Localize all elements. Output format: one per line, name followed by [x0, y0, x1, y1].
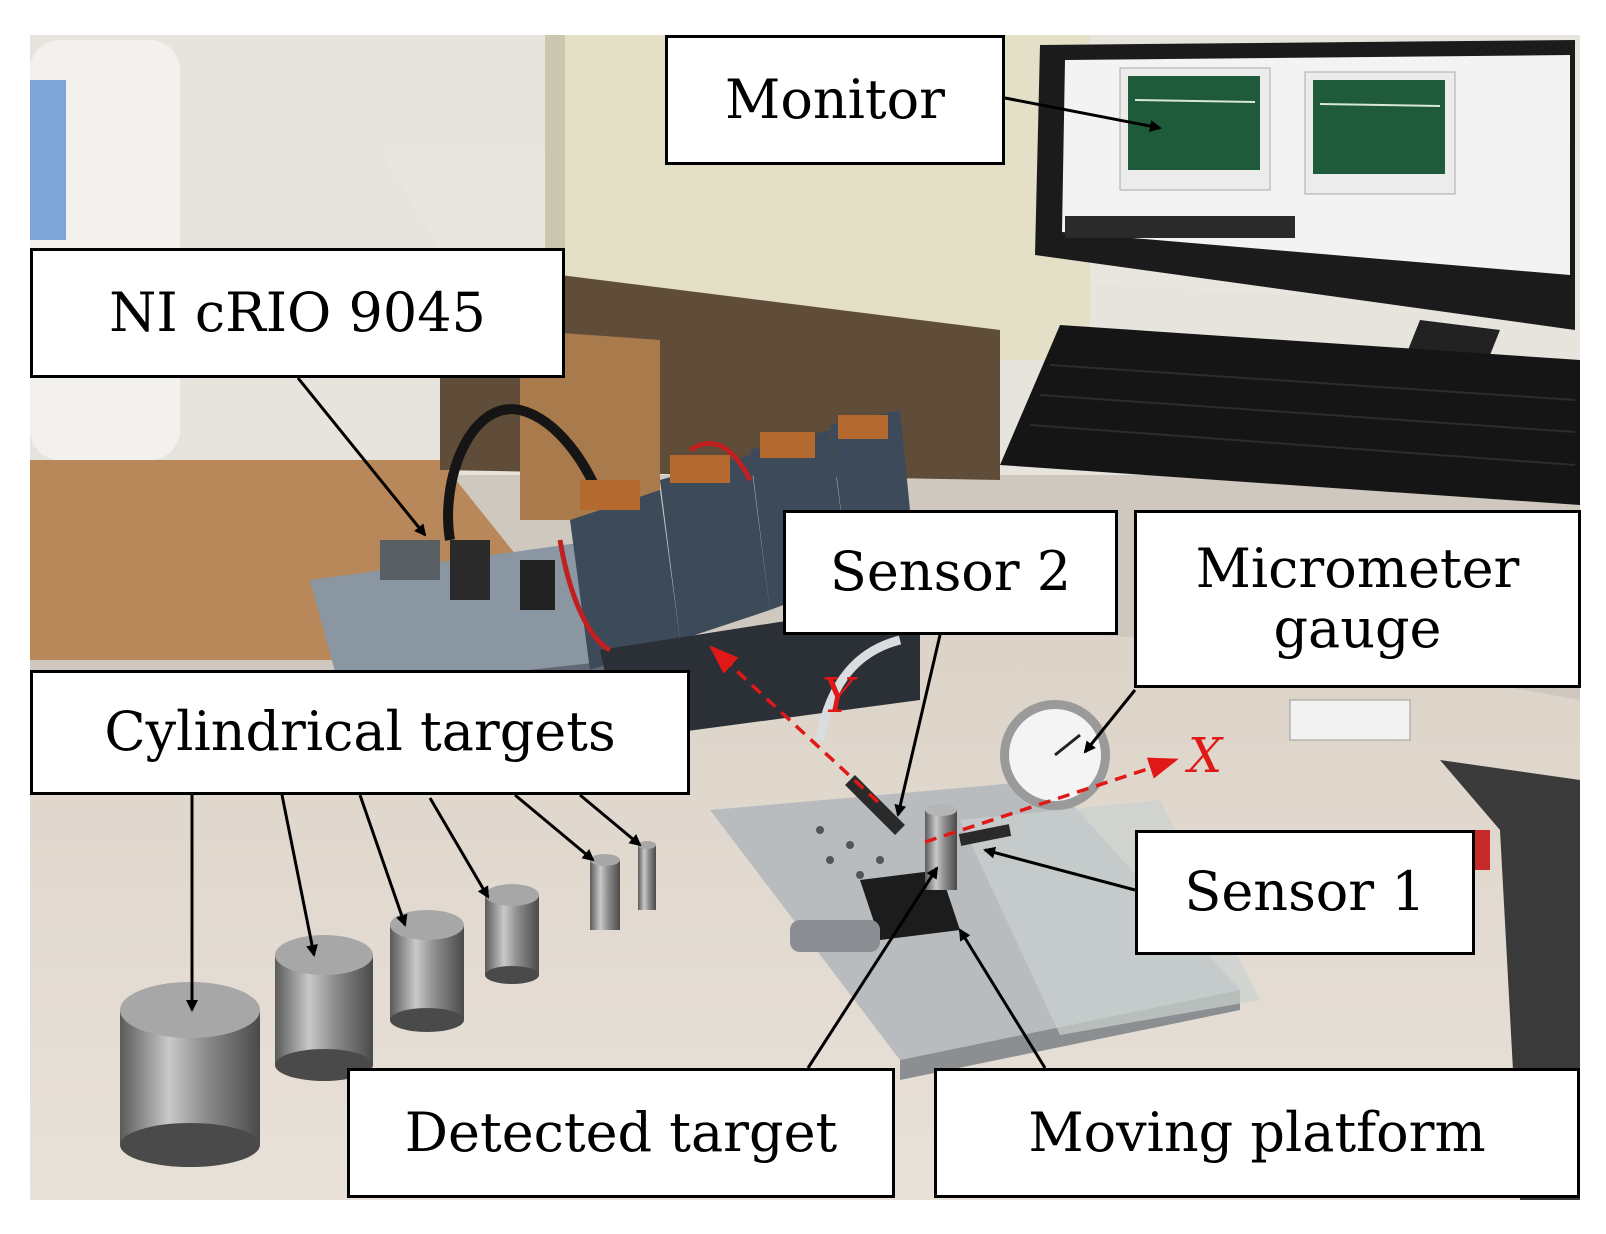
cylindrical-target-6: [638, 841, 656, 910]
label-sensor-1-text: Sensor 1: [1184, 860, 1426, 924]
axis-x-arrow: [924, 757, 1179, 844]
label-monitor-text: Monitor: [725, 67, 945, 131]
label-moving-platform: Moving platform: [934, 1068, 1580, 1198]
label-micrometer-line2: gauge: [1273, 597, 1442, 660]
dial-gauge: [1000, 700, 1110, 810]
label-sensor-1: Sensor 1: [1135, 830, 1475, 955]
arrow-micrometer: [1083, 689, 1137, 754]
label-cylindrical-targets: Cylindrical targets: [30, 670, 690, 795]
cylindrical-target-3: [390, 910, 464, 1032]
arrow-cyl-2: [280, 794, 318, 957]
label-sensor-2-text: Sensor 2: [829, 540, 1072, 604]
barcode-sticker: [1289, 699, 1411, 741]
arrow-sensor2: [894, 634, 942, 817]
cylindrical-target-4: [485, 884, 539, 984]
arrow-cyl-6: [579, 793, 642, 847]
label-micrometer-line1: Micrometer: [1195, 536, 1520, 600]
label-detected-target-text: Detected target: [404, 1100, 838, 1164]
arrow-cyl-3: [358, 794, 408, 927]
cylindrical-target-5: [590, 854, 620, 930]
label-sensor-2: Sensor 2: [783, 510, 1118, 635]
monitor: [1035, 40, 1575, 380]
label-ni-crio-text: NI cRIO 9045: [109, 280, 486, 344]
axis-y-label: Y: [822, 668, 854, 724]
label-micrometer-gauge: Micrometer gauge: [1134, 510, 1581, 688]
label-detected-target: Detected target: [347, 1068, 895, 1198]
cylindrical-target-2: [275, 935, 373, 1081]
arrow-cyl-4: [428, 797, 490, 899]
axis-y-arrow: [709, 645, 880, 804]
cylindrical-target-1: [120, 982, 260, 1167]
label-moving-platform-text: Moving platform: [1028, 1100, 1486, 1164]
axis-arrows: [709, 645, 1179, 844]
arrow-cyl-5: [514, 793, 595, 862]
arrow-detected: [806, 866, 939, 1069]
label-ni-crio: NI cRIO 9045: [30, 248, 565, 378]
arrow-sensor1: [983, 846, 1136, 892]
arrow-moving: [958, 928, 1047, 1069]
label-cylindrical-targets-text: Cylindrical targets: [104, 700, 616, 764]
annotation-arrows: [186, 96, 1162, 1069]
axis-x-label: X: [1188, 728, 1223, 784]
label-monitor: Monitor: [665, 35, 1005, 165]
arrow-monitor: [1004, 96, 1162, 132]
arrow-crio: [296, 377, 427, 537]
keyboard: [1000, 325, 1580, 505]
